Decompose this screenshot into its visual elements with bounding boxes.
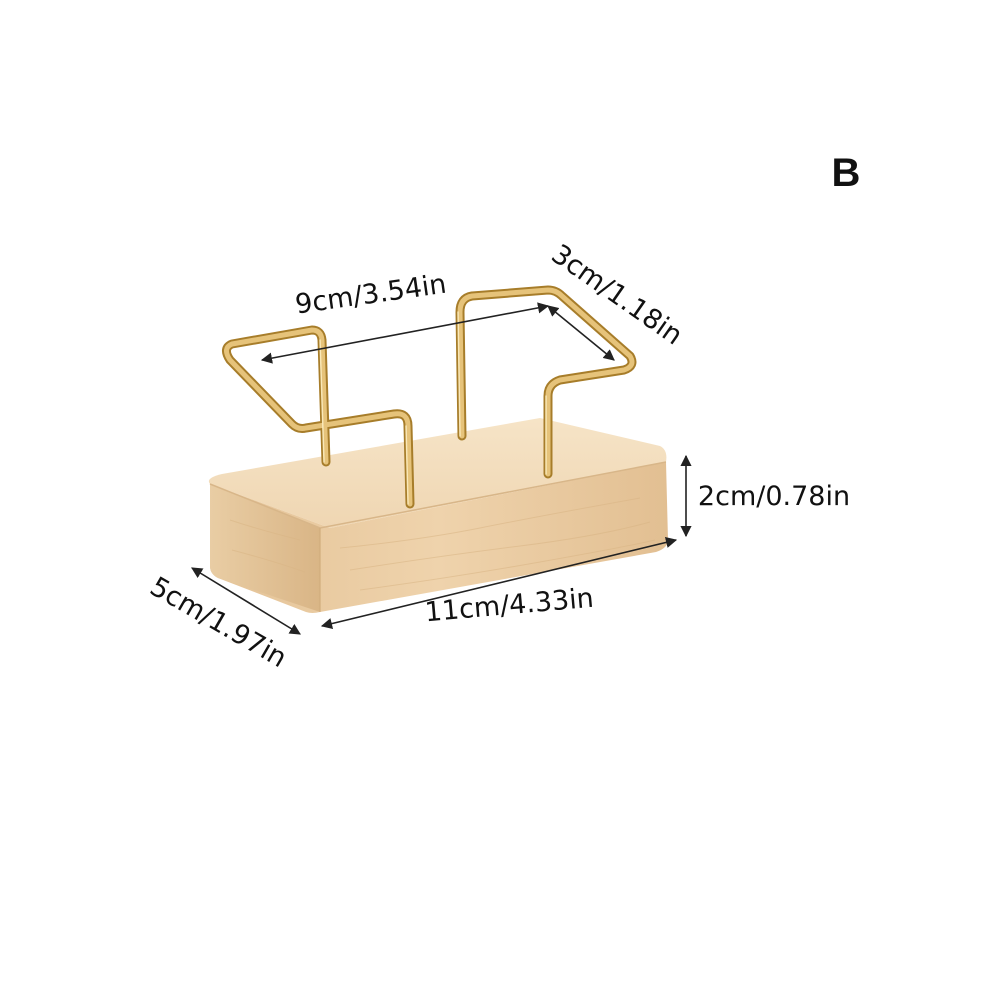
variant-label: B <box>832 151 861 195</box>
length-arrow <box>320 536 678 630</box>
inner-depth-arrow <box>547 305 615 361</box>
inner-length-arrow <box>260 302 550 364</box>
height-label: 2cm/0.78in <box>698 481 850 512</box>
inner-length-label: 9cm/3.54in <box>293 269 448 321</box>
dimension-arrows <box>191 302 692 635</box>
length-label: 11cm/4.33in <box>424 583 595 629</box>
wooden-base <box>208 418 668 613</box>
depth-arrow <box>191 567 301 635</box>
